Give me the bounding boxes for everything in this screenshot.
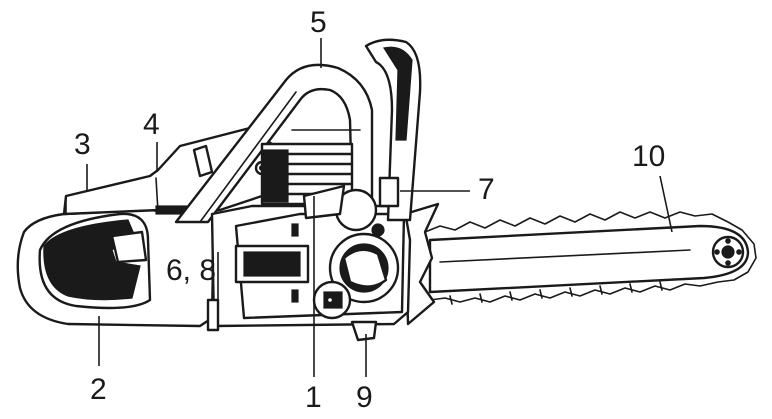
callout-3: 3 xyxy=(74,128,91,161)
callout-2: 2 xyxy=(90,373,107,406)
rear-handle xyxy=(16,208,216,328)
leader-lines xyxy=(86,38,673,377)
callout-10: 10 xyxy=(632,140,666,173)
callout-9: 9 xyxy=(356,381,373,414)
callout-4: 4 xyxy=(143,108,160,141)
bumper-spike xyxy=(403,202,440,326)
callout-7: 7 xyxy=(478,173,495,206)
callout-6-8: 6, 8 xyxy=(166,254,217,287)
callout-5: 5 xyxy=(310,6,327,39)
chain-brake-guard xyxy=(364,38,422,222)
oil-cap xyxy=(302,184,378,232)
tension-knobs xyxy=(312,223,400,320)
callout-1: 1 xyxy=(305,381,322,414)
guide-bar-and-chain xyxy=(424,211,757,305)
chain-catcher xyxy=(350,320,378,342)
